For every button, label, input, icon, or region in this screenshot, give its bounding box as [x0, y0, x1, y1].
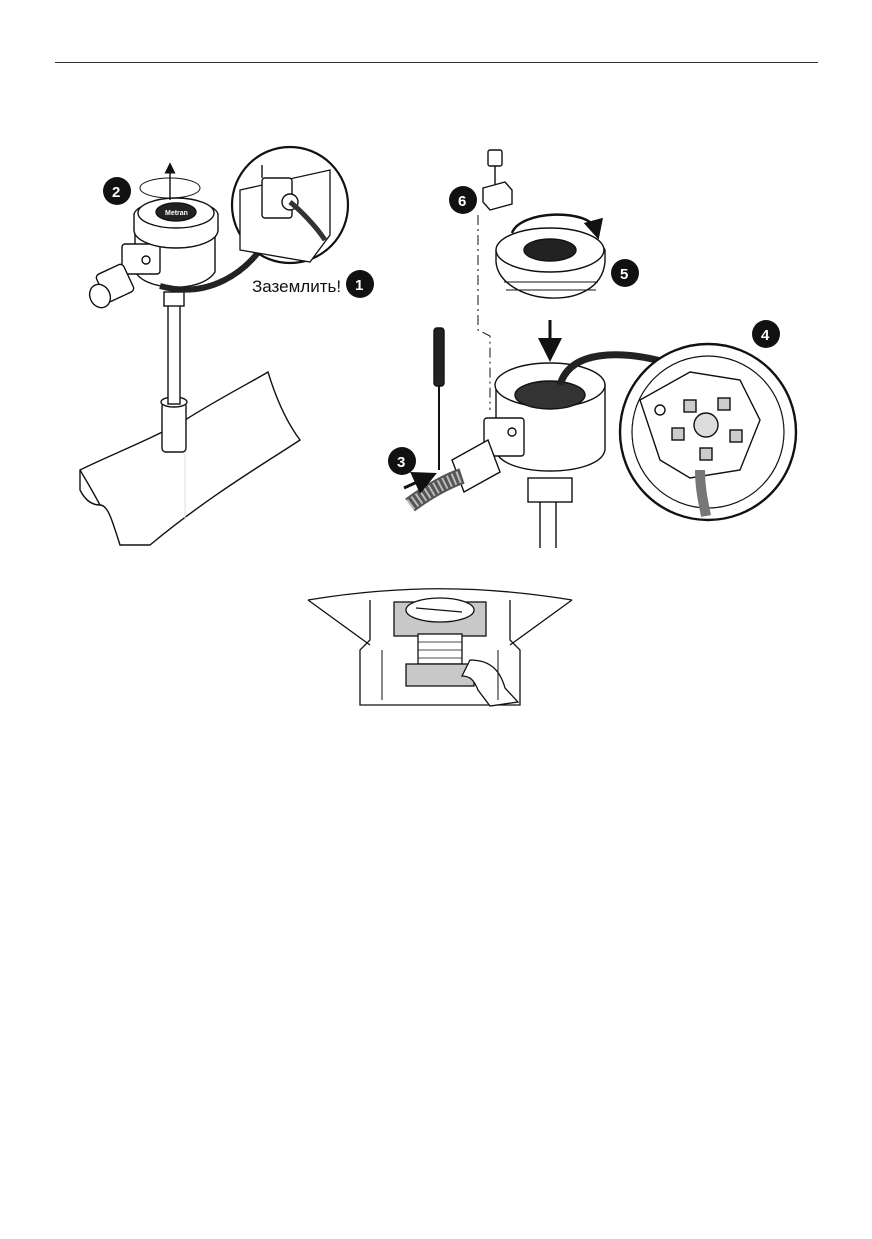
cover-brand-disc	[523, 238, 577, 262]
terminal-callout-leader	[556, 351, 666, 387]
detail-ground-wire	[460, 659, 520, 707]
svg-text:3: 3	[397, 454, 405, 471]
svg-text:1: 1	[355, 277, 363, 294]
gland-nut	[88, 283, 112, 309]
detail-right-slope	[509, 599, 573, 646]
terminal-ground-screw	[654, 404, 666, 416]
terminal-4	[671, 427, 685, 441]
detail-left-slope	[307, 599, 371, 646]
signal-cable	[695, 469, 711, 517]
cover-logo-disc	[155, 202, 197, 222]
detail-top-curve	[307, 588, 573, 601]
detail-screw-thread	[417, 633, 463, 665]
securing-clamp	[482, 181, 513, 211]
entry-step-badge: 3	[388, 447, 416, 475]
housing-neck	[527, 477, 573, 503]
right-side-boss	[483, 417, 525, 457]
side-boss	[121, 243, 161, 275]
terminal-block	[514, 380, 586, 410]
assembly-guide-line	[477, 215, 491, 410]
terminal-center	[693, 412, 719, 438]
callout-leader	[159, 248, 263, 293]
terminal-1	[683, 399, 697, 413]
clamp-screw	[487, 149, 503, 167]
ground-screw	[141, 255, 151, 265]
terminal-5	[699, 447, 713, 461]
svg-text:5: 5	[620, 266, 628, 283]
callout-ground-wire	[288, 200, 328, 242]
sensor-stem	[167, 299, 181, 405]
cover-logo-text: Metran	[165, 210, 188, 217]
ground-label: Заземлить!	[252, 277, 341, 296]
terminal-2	[717, 397, 731, 411]
left-scene: Metran	[79, 145, 350, 546]
header-rule	[55, 62, 818, 63]
conduit-ribs	[406, 470, 465, 510]
svg-text:2: 2	[112, 184, 120, 201]
process-pipe	[79, 370, 302, 546]
pipe-edge	[79, 469, 101, 506]
stem-neck	[163, 291, 185, 307]
cover-rotation-arrow	[510, 213, 603, 240]
svg-text:6: 6	[458, 193, 466, 210]
detail-screw-slot	[415, 607, 463, 613]
cover-step-badge-left: 2	[103, 177, 131, 205]
right-ground-screw	[507, 427, 517, 437]
terminal-3	[729, 429, 743, 443]
cover-step-badge-right: 5	[611, 259, 639, 287]
insert-cable-arrow	[403, 472, 437, 494]
ground-terminal-detail	[307, 588, 573, 707]
thermowell-boss	[161, 401, 187, 453]
right-scene	[403, 149, 798, 548]
terminal-step-badge: 4	[752, 320, 780, 348]
clamp-step-badge: 6	[449, 186, 477, 214]
svg-text:4: 4	[761, 327, 770, 344]
ground-step-badge: 1	[346, 270, 374, 298]
screwdriver-handle	[433, 327, 445, 387]
